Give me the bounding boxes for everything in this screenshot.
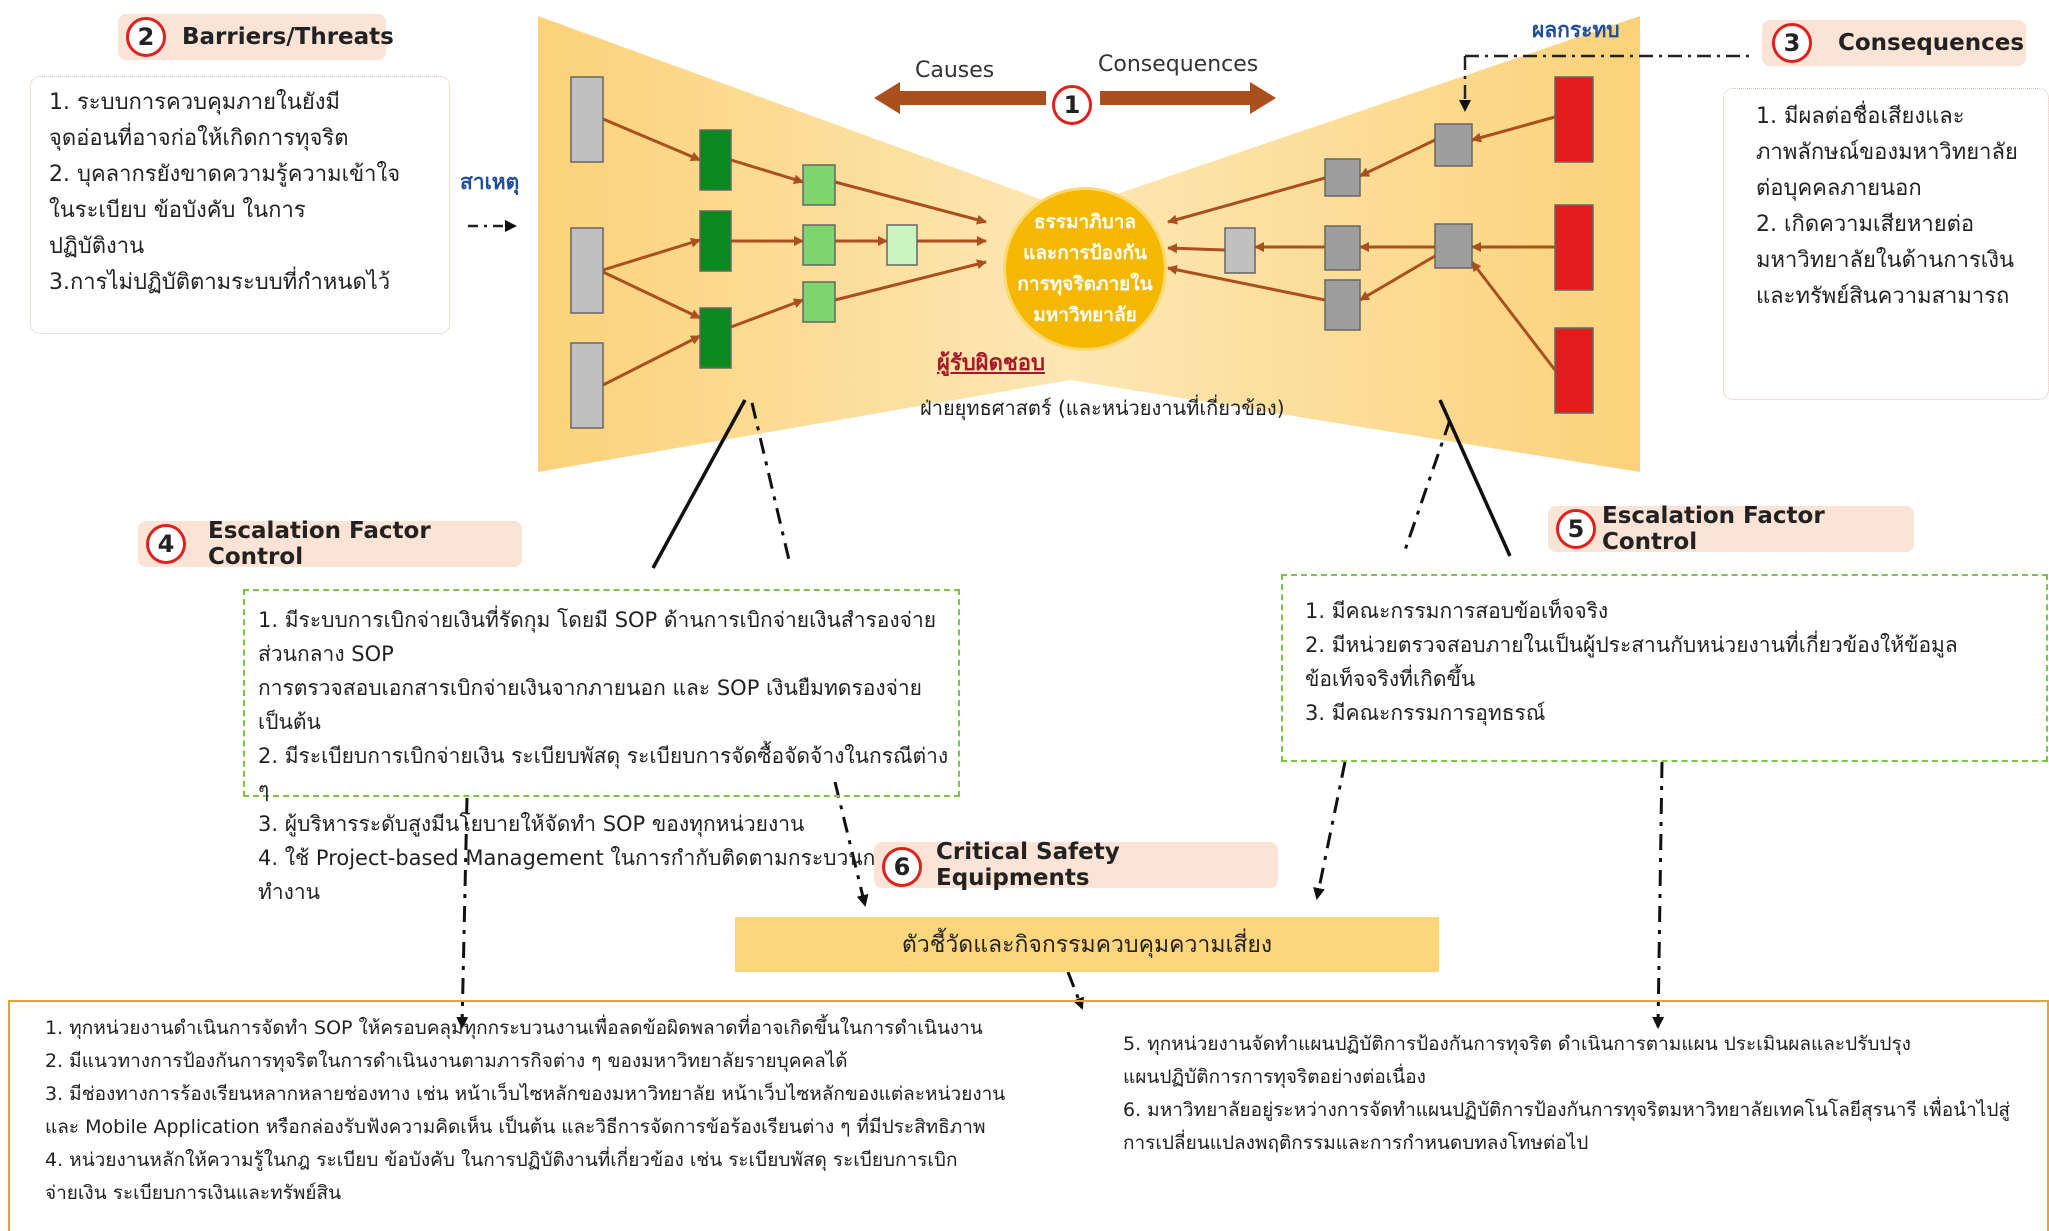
consequences-item: ภาพลักษณ์ของมหาวิทยาลัย xyxy=(1756,140,2018,165)
number-badge-5: 5 xyxy=(1556,509,1596,549)
barriers-item: ปฏิบัติงาน xyxy=(49,234,145,259)
number-badge-6: 6 xyxy=(882,847,922,887)
consequences-title: Consequences xyxy=(1838,30,2025,56)
number-badge-3: 3 xyxy=(1772,23,1812,63)
escalation-left-item: 3. ผู้บริหารระดับสูงมีนโยบายให้จัดทำ SOP… xyxy=(258,812,805,836)
center-line: การทุจริตภายใน xyxy=(1017,273,1153,295)
escalation-left-item: 1. มีระบบการเบิกจ่ายเงินที่รัดกุม โดยมี … xyxy=(258,608,937,666)
safety-header: Critical Safety Equipments xyxy=(874,839,1278,891)
consequences-item: มหาวิทยาลัยในด้านการเงิน xyxy=(1756,248,2015,273)
barrier-node xyxy=(802,224,836,266)
causes-label: Causes xyxy=(915,58,995,83)
cause-node xyxy=(570,76,604,163)
barrier-node xyxy=(802,281,836,323)
number-badge-4: 4 xyxy=(146,524,186,564)
impact-label: ผลกระทบ xyxy=(1532,18,1620,42)
safety-title: Critical Safety Equipments xyxy=(936,839,1120,891)
barriers-item: จุดอ่อนที่อาจก่อให้เกิดการทุจริต xyxy=(49,126,349,151)
escalation-right-title: Escalation Factor Control xyxy=(1602,503,1825,555)
center-hazard: ธรรมาภิบาล และการป้องกัน การทุจริตภายใน … xyxy=(1003,187,1167,351)
consequence-node xyxy=(1324,279,1361,331)
bottom-left-item: 1. ทุกหน่วยงานดำเนินการจัดทำ SOP ให้ครอบ… xyxy=(45,1017,983,1039)
consequences-box: 1. มีผลต่อชื่อเสียงและ ภาพลักษณ์ของมหาวิ… xyxy=(1723,88,2049,400)
number-badge-1: 1 xyxy=(1052,85,1092,125)
bottom-right-item: แผนปฏิบัติการการทุจริตอย่างต่อเนื่อง xyxy=(1123,1066,1426,1088)
fan-connectors xyxy=(651,399,1512,569)
bottom-left-item: 4. หน่วยงานหลักให้ความรู้ในกฎ ระเบียบ ข้… xyxy=(45,1149,958,1171)
center-line: ธรรมาภิบาล xyxy=(1033,211,1137,233)
consequences-header: Consequences xyxy=(1762,20,2026,66)
consequence-node xyxy=(1434,123,1473,167)
consequence-node xyxy=(1434,223,1473,269)
consequence-node xyxy=(1224,227,1256,274)
responsible-unit: ฝ่ายยุทธศาสตร์ (และหน่วยงานที่เกี่ยวข้อง… xyxy=(920,396,1285,420)
consequence-node xyxy=(1554,327,1594,414)
lower-connectors xyxy=(456,761,1665,1029)
cause-links xyxy=(602,117,987,387)
consequence-node xyxy=(1324,158,1361,197)
consequences-item: 2. เกิดความเสียหายต่อ xyxy=(1756,212,1975,237)
bottom-left-column: 1. ทุกหน่วยงานดำเนินการจัดทำ SOP ให้ครอบ… xyxy=(45,1012,1095,1210)
barrier-node xyxy=(699,129,732,191)
consequence-nodes xyxy=(1224,76,1594,414)
center-line: มหาวิทยาลัย xyxy=(1033,304,1137,326)
bottom-left-item: 2. มีแนวทางการป้องกันการทุจริตในการดำเนิ… xyxy=(45,1050,848,1072)
barriers-title: Barriers/Threats xyxy=(182,24,394,50)
bottom-right-item: 6. มหาวิทยาลัยอยู่ระหว่างการจัดทำแผนปฏิบ… xyxy=(1123,1099,2010,1121)
bottom-right-item: 5. ทุกหน่วยงานจัดทำแผนปฏิบัติการป้องกันก… xyxy=(1123,1033,1911,1055)
safety-indicator-bar: ตัวชี้วัดและกิจกรรมควบคุมความเสี่ยง xyxy=(735,917,1439,972)
barriers-item: ในระเบียบ ข้อบังคับ ในการ xyxy=(49,198,306,223)
escalation-left-title: Escalation Factor Control xyxy=(208,518,431,570)
bottom-box xyxy=(8,1000,2049,1231)
consequences-arrow xyxy=(1100,82,1276,114)
consequence-node xyxy=(1554,204,1594,291)
escalation-right-header: Escalation Factor Control xyxy=(1548,503,1914,555)
escalation-right-box: 1. มีคณะกรรมการสอบข้อเท็จจริง 2. มีหน่วย… xyxy=(1281,574,2048,762)
bottom-left-item: 3. มีช่องทางการร้องเรียนหลากหลายช่องทาง … xyxy=(45,1083,1006,1105)
bottom-left-item: และ Mobile Application หรือกล่องรับฟังคว… xyxy=(45,1116,986,1138)
responsible-label: ผู้รับผิดชอบ xyxy=(937,351,1045,376)
escalation-left-item: การตรวจสอบเอกสารเบิกจ่ายเงินจากภายนอก แล… xyxy=(258,676,922,734)
escalation-left-box: 1. มีระบบการเบิกจ่ายเงินที่รัดกุม โดยมี … xyxy=(243,589,960,904)
consequence-node xyxy=(1554,76,1594,163)
escalation-right-item: 2. มีหน่วยตรวจสอบภายในเป็นผู้ประสานกับหน… xyxy=(1305,633,1958,657)
consequences-item: 1. มีผลต่อชื่อเสียงและ xyxy=(1756,104,1965,129)
bottom-right-item: การเปลี่ยนแปลงพฤติกรรมและการกำหนดบทลงโทษ… xyxy=(1123,1132,1589,1154)
consequence-links xyxy=(1167,115,1557,371)
escalation-right-item: ข้อเท็จจริงที่เกิดขึ้น xyxy=(1305,667,1476,691)
escalation-left-item: 2. มีระเบียบการเบิกจ่ายเงิน ระเบียบพัสดุ… xyxy=(258,744,949,802)
escalation-left-header: Escalation Factor Control xyxy=(138,518,522,570)
barriers-box: 1. ระบบการควบคุมภายในยังมี จุดอ่อนที่อาจ… xyxy=(30,76,450,334)
cause-label: สาเหตุ xyxy=(460,170,520,194)
barrier-node xyxy=(699,307,732,369)
number-badge-2: 2 xyxy=(126,17,166,57)
escalation-right-item: 1. มีคณะกรรมการสอบข้อเท็จจริง xyxy=(1305,599,1609,623)
bottom-right-column: 5. ทุกหน่วยงานจัดทำแผนปฏิบัติการป้องกันก… xyxy=(1123,1028,2043,1160)
barriers-item: 2. บุคลากรยังขาดความรู้ความเข้าใจ xyxy=(49,162,401,187)
consequence-node xyxy=(1324,225,1361,271)
impact-connector xyxy=(1459,54,1753,112)
cause-node xyxy=(570,342,604,429)
barrier-node xyxy=(886,224,918,266)
bottom-left-item: จ่ายเงิน ระเบียบการเงินและทรัพย์สิน xyxy=(45,1182,342,1204)
consequences-label: Consequences xyxy=(1098,52,1259,77)
consequences-item: และทรัพย์สินความสามารถ xyxy=(1756,284,2010,309)
escalation-left-item: 4. ใช้ Project-based Management ในการกำก… xyxy=(258,846,899,904)
barrier-node xyxy=(699,210,732,272)
center-line: และการป้องกัน xyxy=(1023,242,1147,264)
cause-node xyxy=(570,227,604,314)
fan-dash-connectors xyxy=(750,402,1452,561)
consequences-item: ต่อบุคคลภายนอก xyxy=(1756,176,1922,201)
barriers-item: 1. ระบบการควบคุมภายในยังมี xyxy=(49,90,340,115)
causes-arrow xyxy=(874,82,1046,114)
escalation-right-item: 3. มีคณะกรรมการอุทธรณ์ xyxy=(1305,701,1546,725)
barrier-node xyxy=(802,164,836,206)
barriers-item: 3.การไม่ปฏิบัติตามระบบที่กำหนดไว้ xyxy=(49,270,391,295)
cause-nodes xyxy=(570,76,918,429)
